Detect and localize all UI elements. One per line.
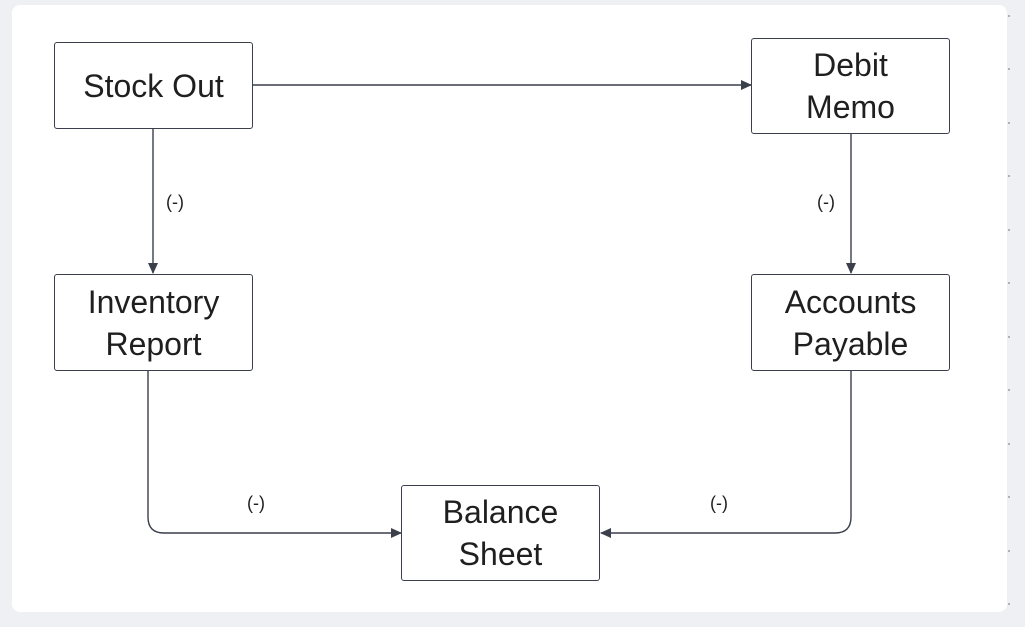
node-inventory-report[interactable]: Inventory Report <box>54 274 253 371</box>
node-balance-sheet[interactable]: Balance Sheet <box>401 485 600 581</box>
edge-label-stock-out-to-inventory-report: (-) <box>166 192 184 212</box>
edge-label-inventory-report-to-balance-sheet: (-) <box>247 493 265 513</box>
canvas-edge-scroll-indicator <box>1008 0 1010 627</box>
edge-accounts-payable-to-balance-sheet <box>600 371 852 538</box>
edge-inventory-report-to-balance-sheet <box>147 371 402 538</box>
node-accounts-payable[interactable]: Accounts Payable <box>751 274 950 371</box>
edge-label-accounts-payable-to-balance-sheet: (-) <box>710 493 728 513</box>
node-stock-out[interactable]: Stock Out <box>54 42 253 129</box>
node-debit-memo[interactable]: Debit Memo <box>751 38 950 134</box>
edge-label-debit-memo-to-accounts-payable: (-) <box>817 192 835 212</box>
